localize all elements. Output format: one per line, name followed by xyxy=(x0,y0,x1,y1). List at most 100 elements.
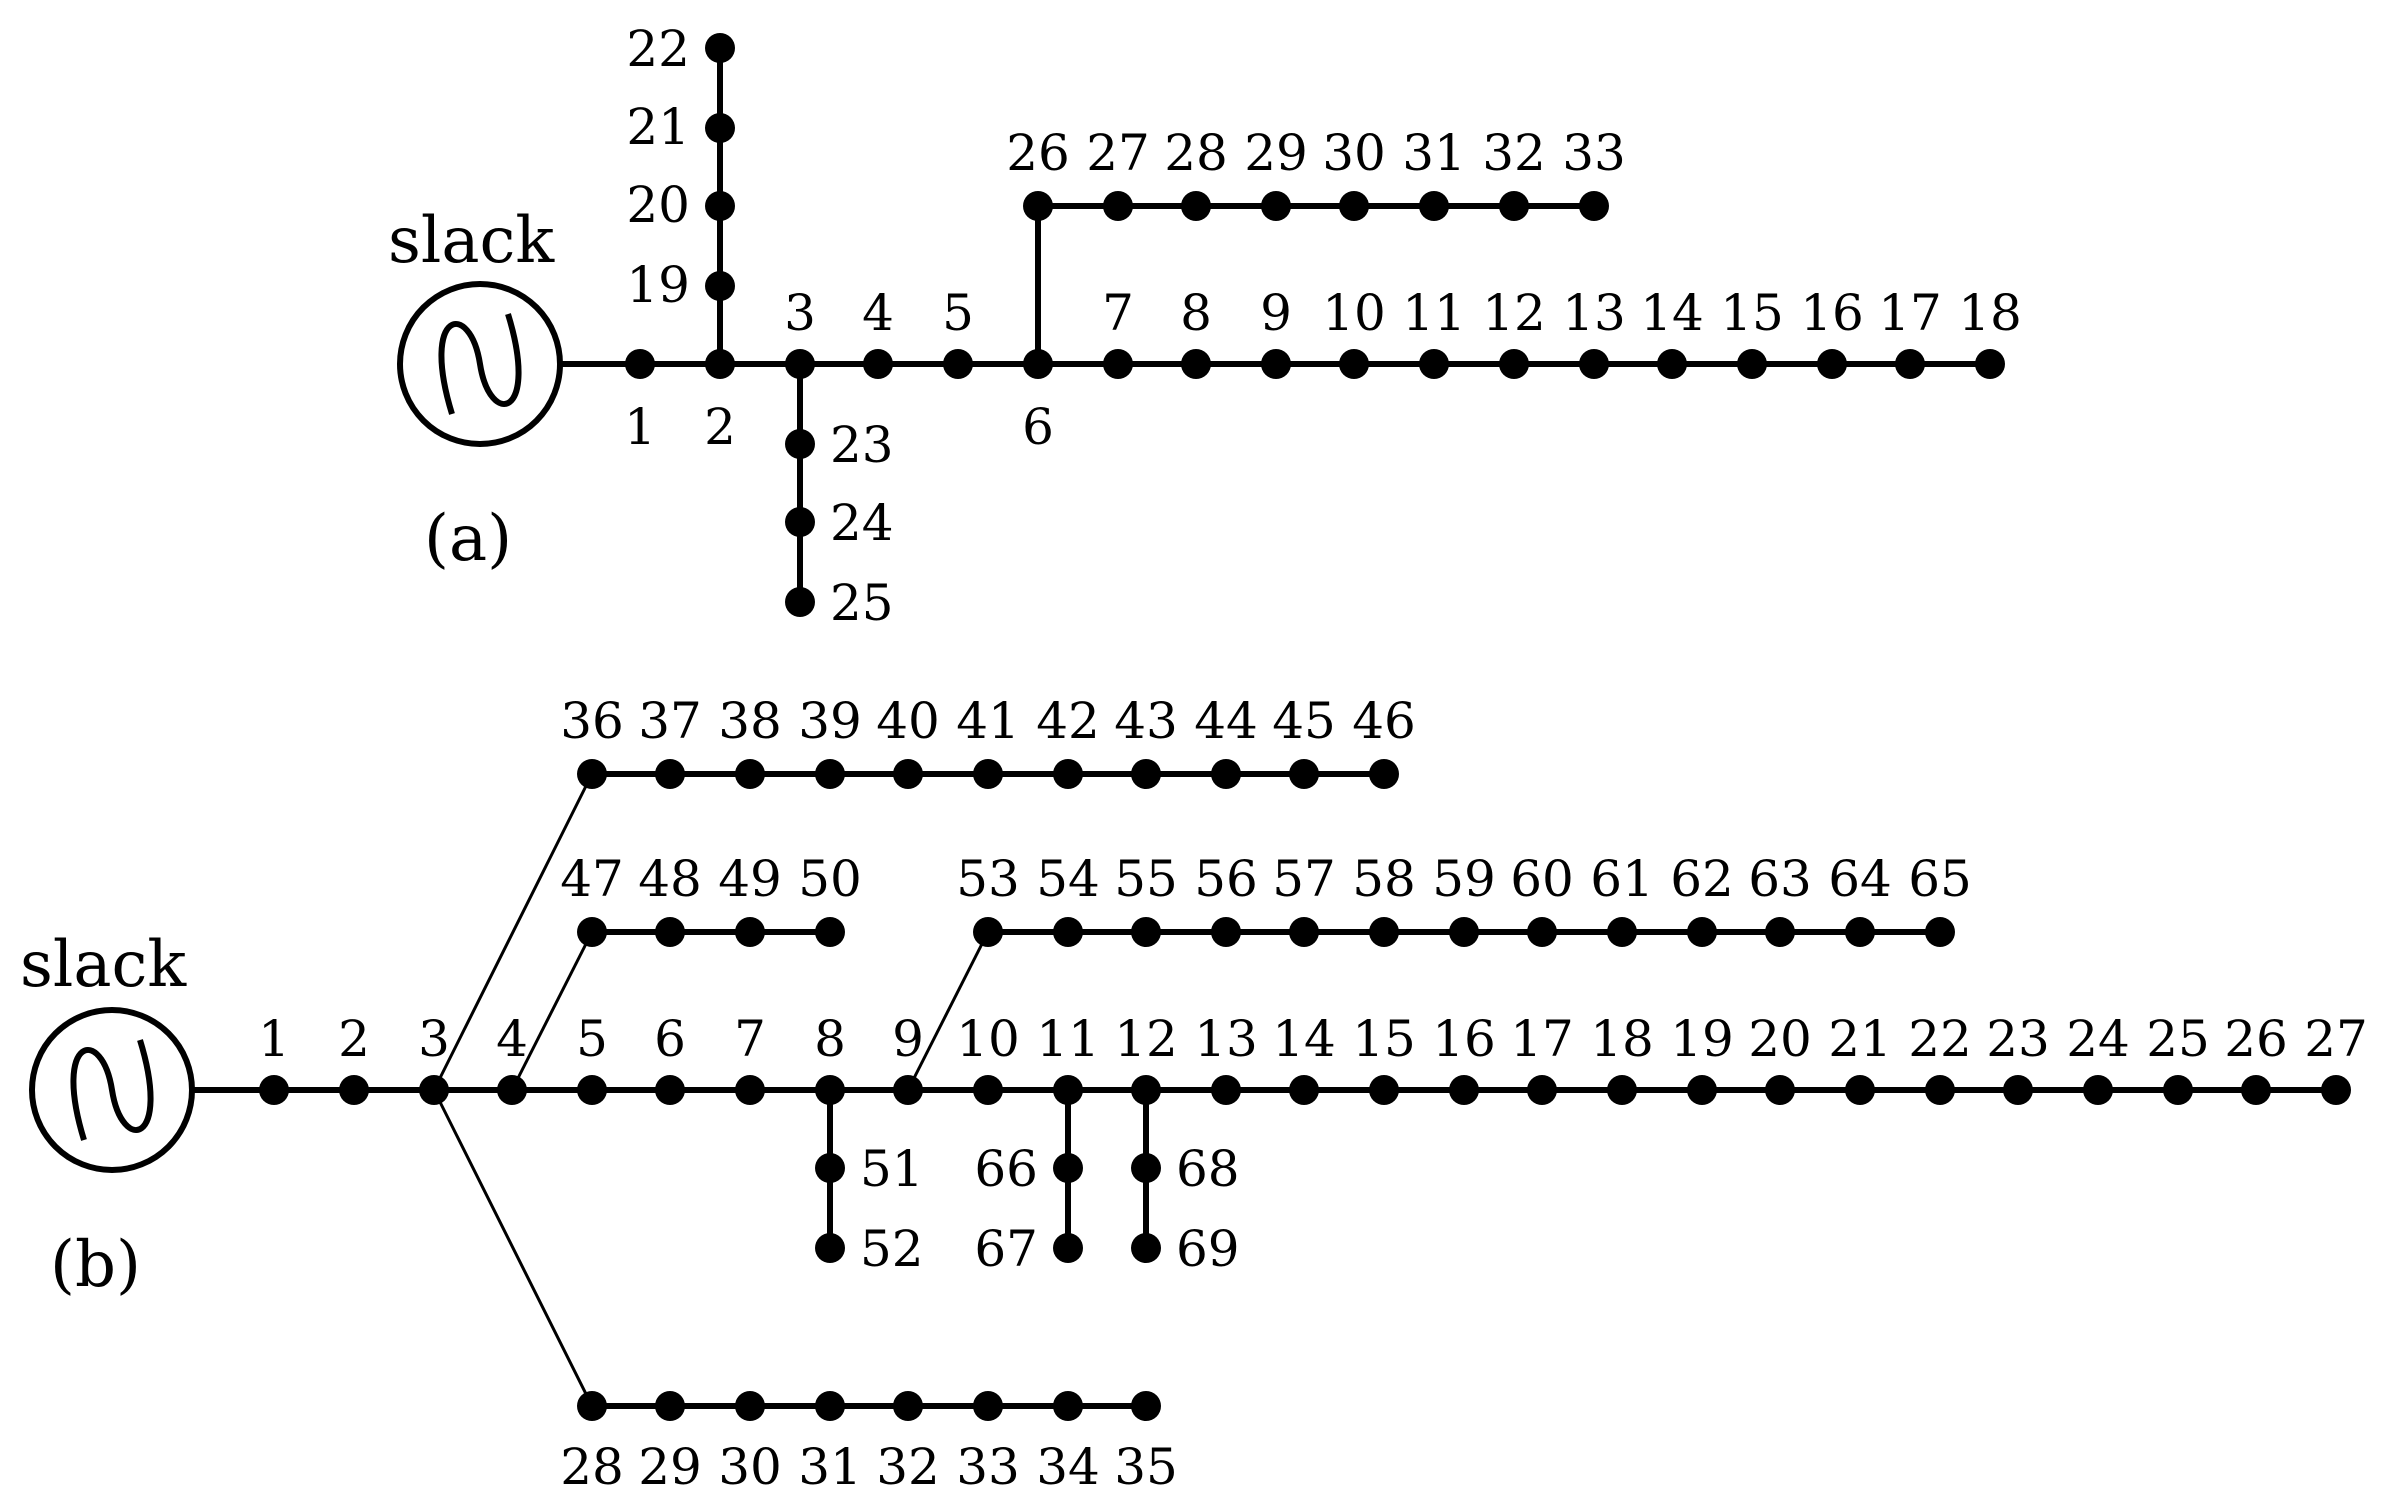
bus-node xyxy=(1527,917,1557,947)
bus-node xyxy=(815,1391,845,1421)
bus-node xyxy=(705,271,735,301)
bus-node xyxy=(1579,349,1609,379)
bus-node xyxy=(577,1391,607,1421)
bus-node xyxy=(893,1391,923,1421)
bus-node xyxy=(815,1233,845,1263)
bus-node xyxy=(1261,349,1291,379)
bus-label: 55 xyxy=(1114,850,1178,908)
bus-label: 59 xyxy=(1432,850,1496,908)
bus-node xyxy=(1845,1075,1875,1105)
bus-label: 17 xyxy=(1878,284,1942,342)
bus-node xyxy=(1339,349,1369,379)
bus-node xyxy=(1657,349,1687,379)
bus-node xyxy=(1895,349,1925,379)
bus-node xyxy=(1131,1153,1161,1183)
bus-node xyxy=(2083,1075,2113,1105)
bus-node xyxy=(893,1075,923,1105)
bus-node xyxy=(1765,1075,1795,1105)
bus-node xyxy=(1181,191,1211,221)
bus-label: 2 xyxy=(338,1010,370,1068)
bus-label: 32 xyxy=(876,1438,940,1496)
feeder-a-branch-19-22: 19 20 21 22 xyxy=(626,20,735,314)
bus-label: 25 xyxy=(830,574,894,632)
feeder-b-branch-36-46: 36 37 38 39 40 41 42 43 44 45 46 xyxy=(560,692,1416,789)
bus-label: 31 xyxy=(1402,124,1466,182)
bus-node xyxy=(1419,191,1449,221)
bus-label: 60 xyxy=(1510,850,1574,908)
bus-node xyxy=(735,1391,765,1421)
bus-label: 54 xyxy=(1036,850,1100,908)
bus-label: 46 xyxy=(1352,692,1416,750)
bus-label: 26 xyxy=(1006,124,1070,182)
bus-label: 43 xyxy=(1114,692,1178,750)
feeder-b-branch-47-50: 47 48 49 50 xyxy=(560,850,862,947)
bus-label: 66 xyxy=(974,1140,1038,1198)
bus-node xyxy=(815,759,845,789)
panel-label-b: (b) xyxy=(50,1228,141,1302)
bus-node xyxy=(1925,917,1955,947)
bus-node xyxy=(1211,1075,1241,1105)
bus-label: 40 xyxy=(876,692,940,750)
bus-label: 42 xyxy=(1036,692,1100,750)
bus-label: 29 xyxy=(1244,124,1308,182)
bus-node xyxy=(893,759,923,789)
bus-node xyxy=(1499,349,1529,379)
bus-node xyxy=(1289,759,1319,789)
bus-node xyxy=(863,349,893,379)
bus-node xyxy=(1131,1233,1161,1263)
feeder-b-diag-53 xyxy=(906,931,990,1091)
bus-label: 68 xyxy=(1176,1140,1240,1198)
bus-node xyxy=(1845,917,1875,947)
bus-label: 6 xyxy=(1022,398,1054,456)
slack-label-a: slack xyxy=(388,204,555,278)
bus-node xyxy=(973,1075,1003,1105)
bus-node xyxy=(577,917,607,947)
bus-label: 12 xyxy=(1114,1010,1178,1068)
bus-label: 52 xyxy=(860,1220,924,1278)
bus-label: 35 xyxy=(1114,1438,1178,1496)
bus-node xyxy=(1339,191,1369,221)
bus-label: 3 xyxy=(418,1010,450,1068)
bus-node xyxy=(655,759,685,789)
bus-label: 8 xyxy=(814,1010,846,1068)
bus-label: 31 xyxy=(798,1438,862,1496)
bus-label: 56 xyxy=(1194,850,1258,908)
feeder-b-diag-28 xyxy=(432,1089,594,1407)
bus-label: 18 xyxy=(1958,284,2022,342)
bus-label: 39 xyxy=(798,692,862,750)
bus-node xyxy=(785,429,815,459)
bus-label: 11 xyxy=(1036,1010,1100,1068)
bus-node xyxy=(1687,917,1717,947)
bus-node xyxy=(815,1075,845,1105)
bus-node xyxy=(1131,1075,1161,1105)
bus-label: 23 xyxy=(830,416,894,474)
bus-label: 24 xyxy=(2066,1010,2130,1068)
bus-node xyxy=(1607,1075,1637,1105)
bus-node xyxy=(1579,191,1609,221)
bus-label: 51 xyxy=(860,1140,924,1198)
bus-node xyxy=(1053,1153,1083,1183)
bus-label: 12 xyxy=(1482,284,1546,342)
bus-node xyxy=(1023,349,1053,379)
bus-label: 19 xyxy=(626,256,690,314)
bus-label: 30 xyxy=(1322,124,1386,182)
bus-label: 24 xyxy=(830,494,894,552)
bus-label: 23 xyxy=(1986,1010,2050,1068)
bus-label: 29 xyxy=(638,1438,702,1496)
bus-label: 4 xyxy=(496,1010,528,1068)
bus-node xyxy=(1053,917,1083,947)
bus-label: 11 xyxy=(1402,284,1466,342)
bus-label: 5 xyxy=(576,1010,608,1068)
bus-label: 48 xyxy=(638,850,702,908)
bus-node xyxy=(1369,1075,1399,1105)
bus-label: 19 xyxy=(1670,1010,1734,1068)
bus-label: 58 xyxy=(1352,850,1416,908)
slack-label-b: slack xyxy=(20,928,187,1002)
bus-label: 13 xyxy=(1194,1010,1258,1068)
bus-node xyxy=(1053,759,1083,789)
bus-node xyxy=(973,917,1003,947)
bus-label: 18 xyxy=(1590,1010,1654,1068)
bus-node xyxy=(785,507,815,537)
bus-node xyxy=(1053,1233,1083,1263)
